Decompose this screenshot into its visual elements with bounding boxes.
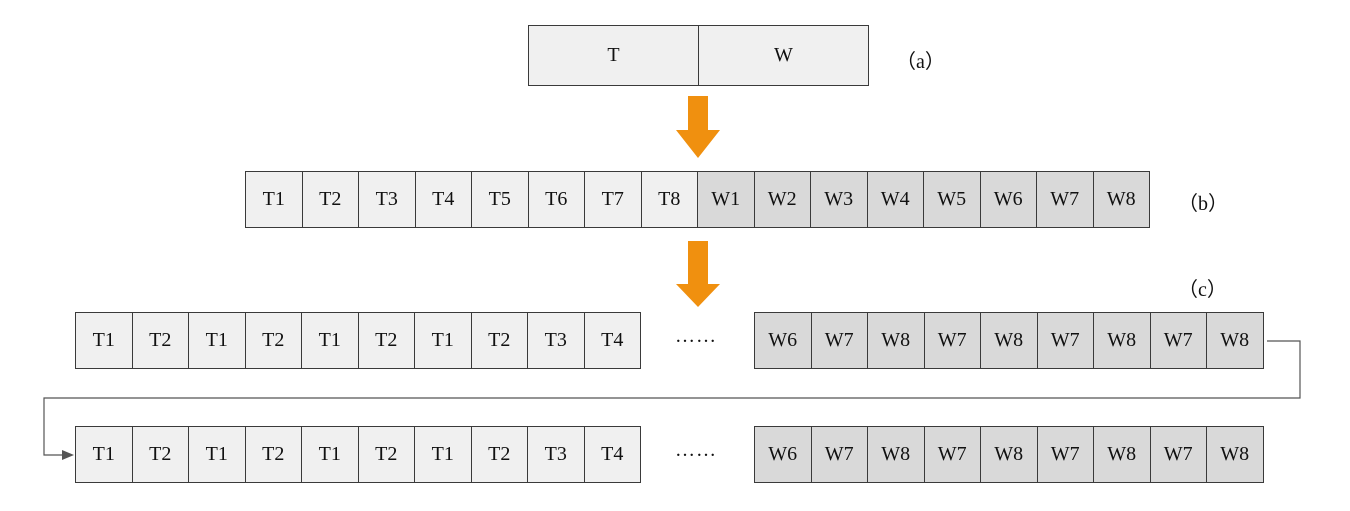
block-w: W6 [754, 426, 812, 483]
block-w: W6 [979, 171, 1037, 228]
block-t: T1 [301, 426, 359, 483]
block-t: T6 [527, 171, 585, 228]
block-t: T7 [584, 171, 642, 228]
block-t: T2 [244, 312, 302, 369]
down-arrow-icon [676, 96, 720, 158]
block-w: W8 [1093, 426, 1151, 483]
block-w: W7 [923, 426, 981, 483]
block-w: W8 [1206, 312, 1264, 369]
block-w: W7 [810, 426, 868, 483]
block-t: T2 [301, 171, 359, 228]
label-a: （a） [896, 51, 945, 73]
block-w: W7 [1036, 426, 1094, 483]
block-t: T1 [75, 312, 133, 369]
connector-arrowhead-icon [62, 450, 74, 460]
wrap-connector-line [43, 340, 1301, 456]
label-b: （b） [1178, 193, 1228, 215]
block-w: W5 [923, 171, 981, 228]
block-t: T5 [471, 171, 529, 228]
block-t: T4 [583, 312, 641, 369]
block-t: T2 [357, 426, 415, 483]
block-t: T2 [244, 426, 302, 483]
block-w: W7 [923, 312, 981, 369]
block-t: T1 [414, 312, 472, 369]
block-w: W7 [810, 312, 868, 369]
ellipsis: …… [675, 325, 717, 347]
block-t: T1 [75, 426, 133, 483]
block-t: T2 [131, 426, 189, 483]
ellipsis: …… [675, 439, 717, 461]
block-w: W8 [980, 312, 1038, 369]
block-w: W4 [866, 171, 924, 228]
block-w: W8 [1206, 426, 1264, 483]
label-c: （c） [1178, 279, 1227, 301]
down-arrow-icon [676, 241, 720, 307]
block-w: W8 [980, 426, 1038, 483]
block-t: T4 [583, 426, 641, 483]
block-t: T4 [414, 171, 472, 228]
block-w: W1 [697, 171, 755, 228]
block-w: W7 [1149, 312, 1207, 369]
block-t: T2 [470, 426, 528, 483]
block-t: T2 [131, 312, 189, 369]
block-t: T1 [188, 312, 246, 369]
block-t: T3 [358, 171, 416, 228]
block-w: W8 [1092, 171, 1150, 228]
block-t: T8 [640, 171, 698, 228]
block-w: W2 [753, 171, 811, 228]
block-t: T2 [470, 312, 528, 369]
block-t: T3 [527, 312, 585, 369]
block-w: W3 [810, 171, 868, 228]
block-t: T3 [527, 426, 585, 483]
block-t: T2 [357, 312, 415, 369]
block-w: W6 [754, 312, 812, 369]
segment-t: T [528, 25, 699, 86]
block-t: T1 [245, 171, 303, 228]
block-w: W7 [1036, 312, 1094, 369]
block-w: W8 [867, 426, 925, 483]
segment-w: W [698, 25, 869, 86]
